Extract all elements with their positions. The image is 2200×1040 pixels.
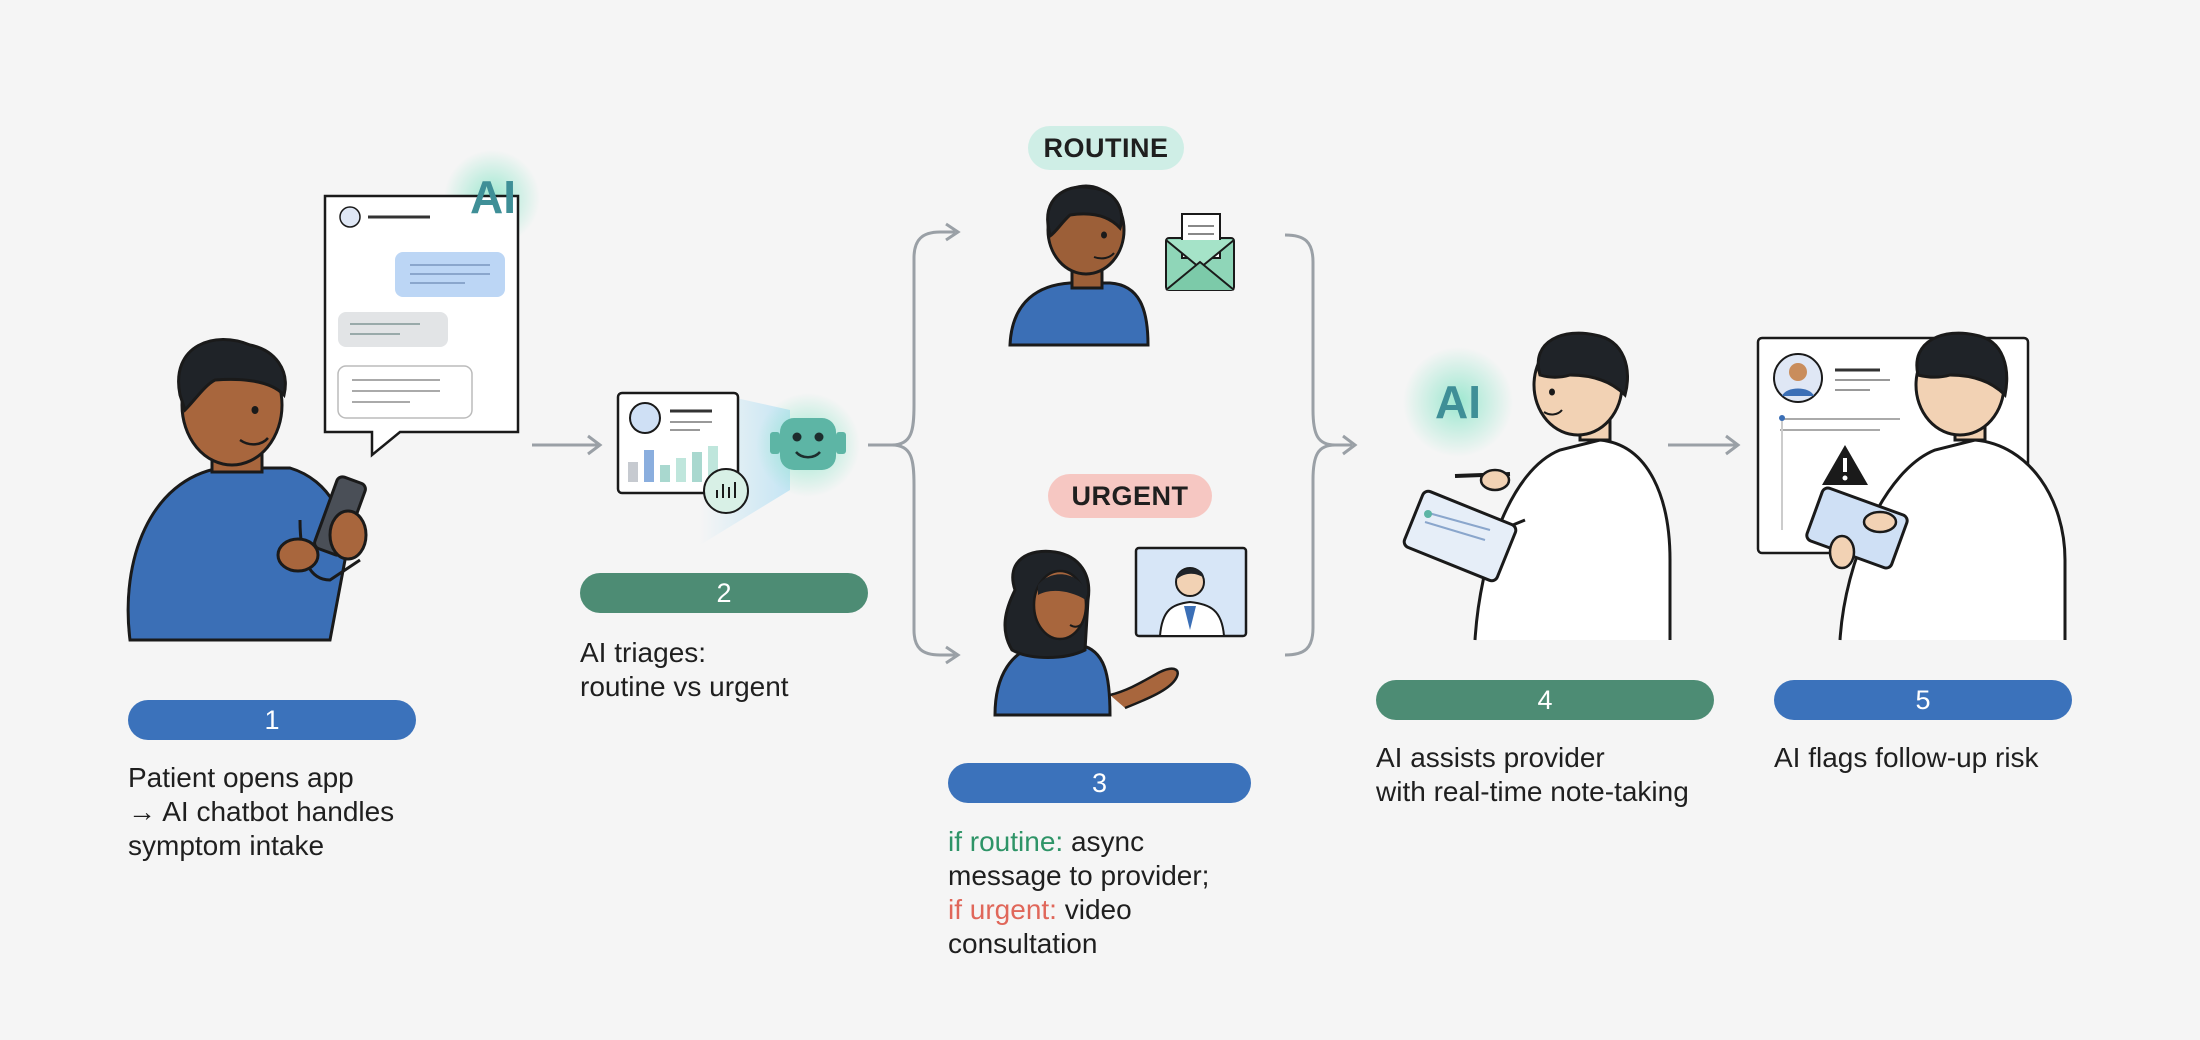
step-3-caption-line: message to provider; <box>948 860 1210 891</box>
step-2-caption: AI triages: routine vs urgent <box>580 636 789 704</box>
provider-ai-badge: AI <box>1435 376 1481 428</box>
step-2-badge: 2 <box>580 573 868 613</box>
patient-with-phone <box>126 337 368 642</box>
step-1-caption: Patient opens app → AI chatbot handles s… <box>128 761 394 863</box>
arrow-1-to-2 <box>532 434 603 456</box>
envelope-icon <box>1165 213 1235 291</box>
step-4-caption-line: AI assists provider <box>1376 742 1605 773</box>
urgent-patient <box>993 549 1179 717</box>
step-1-caption-line: symptom intake <box>128 830 325 861</box>
step-5-badge: 5 <box>1774 680 2072 720</box>
arrow-4-to-5 <box>1668 434 1741 456</box>
urgent-tag: URGENT <box>1048 474 1212 518</box>
step-1-badge: 1 <box>128 700 416 740</box>
step-4-caption: AI assists provider with real-time note-… <box>1376 741 1689 809</box>
routine-text: async <box>1063 826 1145 857</box>
step-1-caption-line: → AI chatbot handles <box>128 796 395 827</box>
step-3-badge: 3 <box>948 763 1251 803</box>
video-call-icon <box>1134 546 1248 638</box>
chat-ai-badge: AI <box>470 171 516 223</box>
chat-window-icon <box>323 150 540 458</box>
branch-connector <box>868 222 961 665</box>
provider-with-tablet <box>1402 331 1672 641</box>
routine-prefix: if routine: <box>948 826 1064 857</box>
routine-tag: ROUTINE <box>1028 126 1184 170</box>
step-4-badge: 4 <box>1376 680 1714 720</box>
step-2-caption-line: routine vs urgent <box>580 671 789 702</box>
urgent-prefix: if urgent: <box>948 894 1057 925</box>
step-3-urgent-line: if urgent: video <box>948 893 1209 927</box>
merge-connector <box>1284 233 1358 657</box>
step-5-caption-line: AI flags follow-up risk <box>1774 742 2039 773</box>
warning-icon <box>1822 445 1868 485</box>
routine-patient <box>1008 184 1150 347</box>
step-2-caption-line: AI triages: <box>580 637 707 668</box>
step-4-caption-line: with real-time note-taking <box>1376 776 1689 807</box>
chatbot-robot-icon <box>756 393 860 497</box>
step-3-caption-line: consultation <box>948 928 1098 959</box>
step-5-caption: AI flags follow-up risk <box>1774 741 2039 775</box>
provider-reviewing-tablet <box>1805 331 2067 641</box>
step-1-caption-line: Patient opens app <box>128 762 354 793</box>
step-3-caption: if routine: async message to provider; i… <box>948 825 1209 961</box>
step-3-routine-line: if routine: async <box>948 825 1209 859</box>
urgent-text: video <box>1056 894 1132 925</box>
